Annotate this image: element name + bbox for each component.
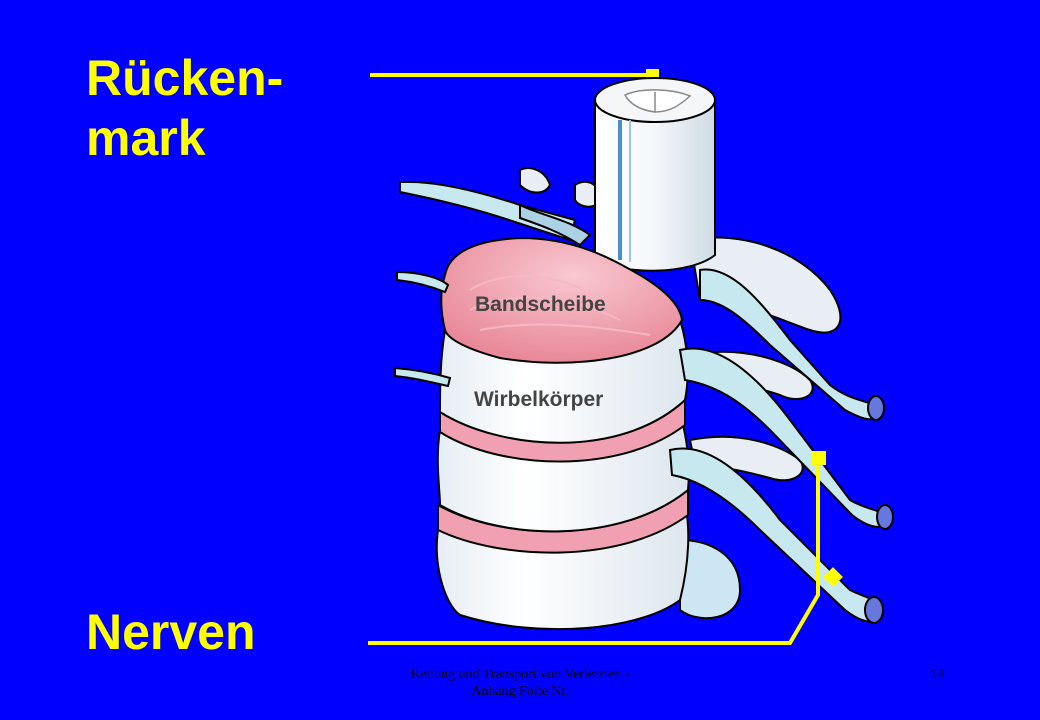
nerves-label: Nerven (86, 604, 256, 660)
vertebral-body-label: Wirbelkörper (474, 388, 603, 411)
spinal-cord-label: Rücken- mark (86, 48, 283, 168)
nerve-roots-left (394, 180, 592, 388)
intervertebral-disc (440, 236, 684, 364)
nerves-pointer (368, 451, 843, 645)
footer-title: Rettung und Transport von Verletzten - A… (360, 666, 680, 700)
footer-title-line2: Anhang Folie Nr. (471, 684, 569, 699)
disc-label: Bandscheibe (475, 293, 606, 316)
footer-title-line1: Rettung und Transport von Verletzten - (410, 667, 630, 682)
page-number: 14 (930, 667, 944, 682)
spinal-cord-label-line2: mark (86, 110, 206, 166)
spinal-cord (594, 77, 716, 272)
spinal-cord-label-line1: Rücken- (86, 50, 284, 106)
spinal-cord-pointer (370, 69, 659, 82)
